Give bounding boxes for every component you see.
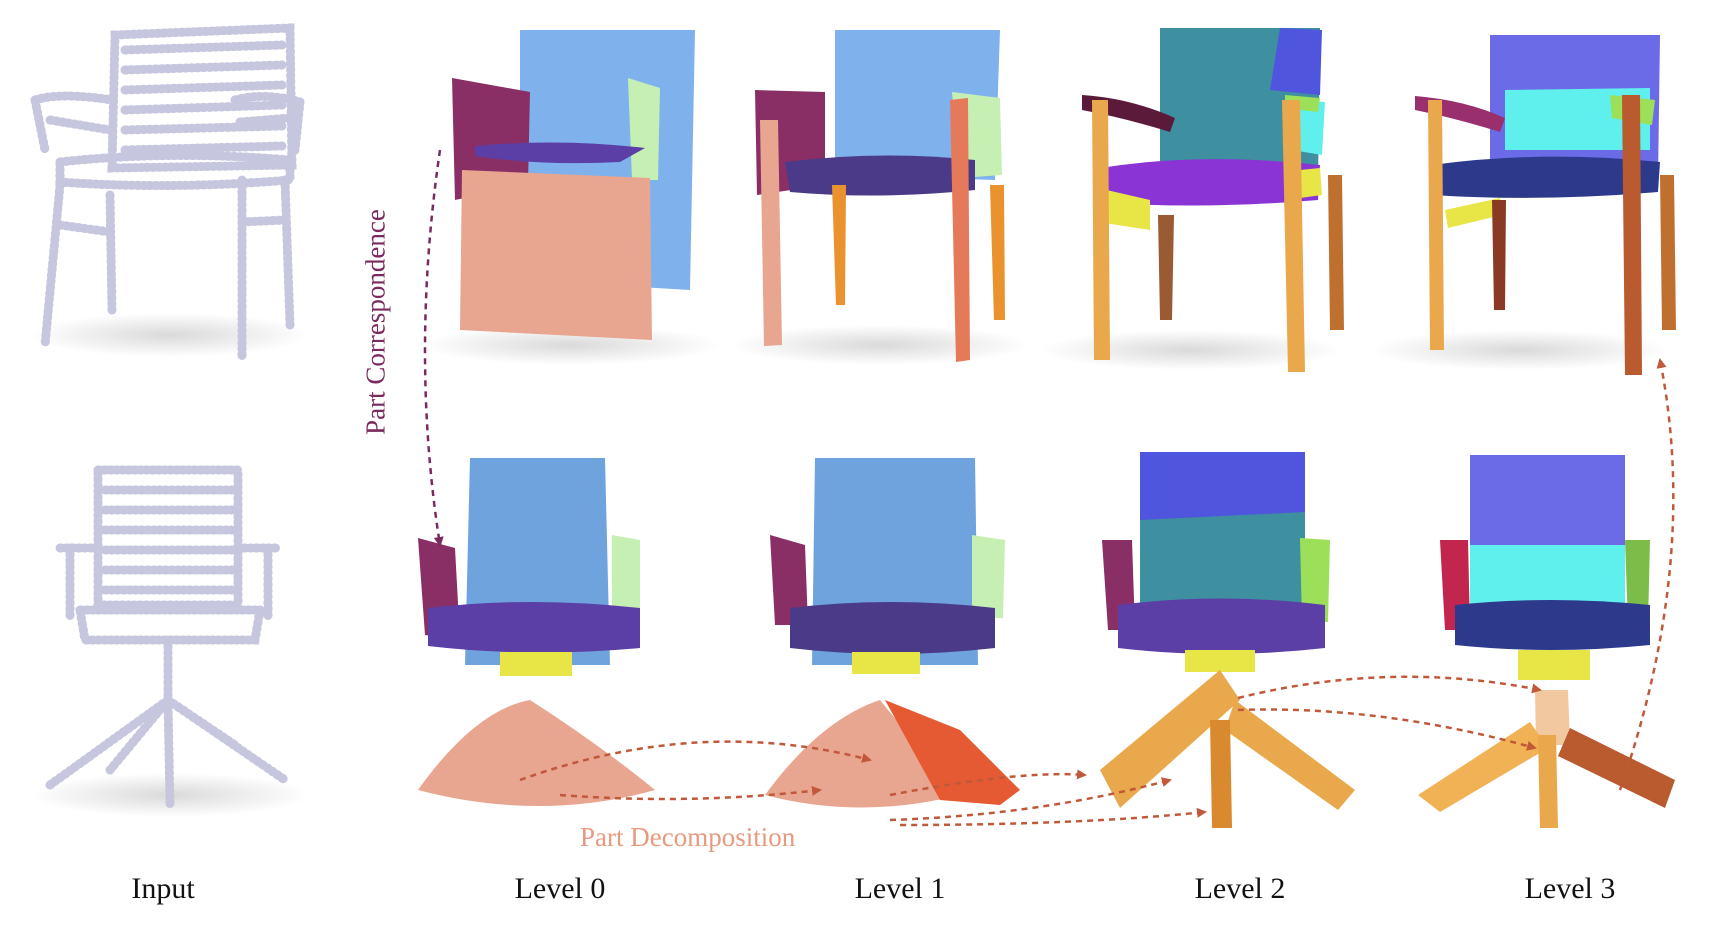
part-decomposition-arrows: [519, 358, 1675, 827]
level0-swivel: [418, 458, 655, 806]
level1-swivel: [765, 458, 1020, 808]
part-decomposition-label: Part Decomposition: [580, 822, 796, 852]
label-input: Input: [131, 872, 195, 905]
label-level-1: Level 1: [854, 872, 946, 905]
level2-armchair: [1040, 28, 1344, 372]
part-correspondence-label: Part Correspondence: [360, 209, 391, 435]
input-swivel-pointcloud: [30, 465, 310, 817]
level2-swivel: [1100, 452, 1355, 828]
label-level-3: Level 3: [1524, 872, 1616, 905]
input-armchair-pointcloud: [30, 23, 310, 365]
level1-armchair: [730, 30, 1030, 365]
level0-armchair: [420, 30, 720, 365]
level3-swivel: [1418, 455, 1675, 828]
label-level-0: Level 0: [514, 872, 606, 905]
part-correspondence-arrow: [423, 149, 444, 547]
level3-armchair: [1370, 35, 1676, 375]
label-level-2: Level 2: [1194, 872, 1286, 905]
